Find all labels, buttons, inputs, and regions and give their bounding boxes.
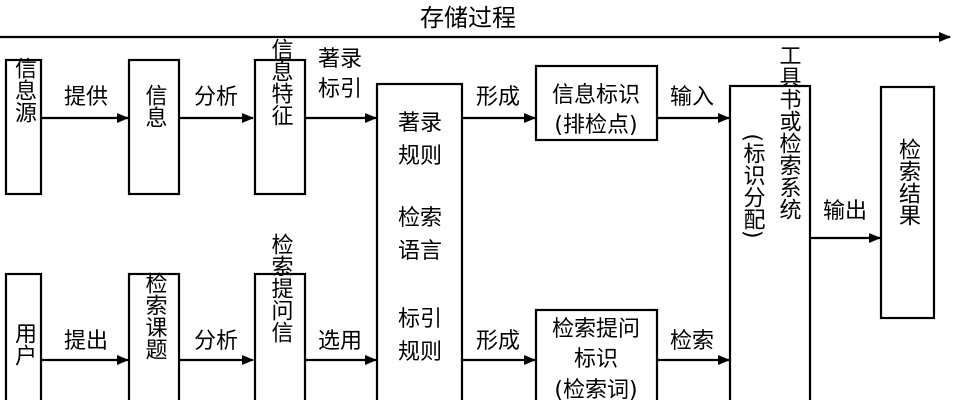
result-label: 检索结果 bbox=[895, 138, 921, 226]
info-id-box bbox=[534, 64, 659, 142]
label-raise: 提出 bbox=[64, 329, 108, 354]
info-features-label: 信息特征 bbox=[268, 38, 294, 126]
info-features-box bbox=[253, 58, 307, 196]
label-input: 输入 bbox=[670, 85, 714, 110]
search-id-line-3: (检索词) bbox=[554, 378, 637, 400]
search-question-box bbox=[253, 272, 307, 400]
search-id-line-2: 标识 bbox=[574, 347, 618, 372]
search-id-line-1: 检索提问 bbox=[552, 317, 640, 342]
tool-system-box bbox=[728, 84, 812, 400]
rules-box bbox=[375, 82, 464, 400]
label-output: 输出 bbox=[823, 199, 867, 224]
rules-line-3: 检索 bbox=[398, 206, 442, 231]
storage-process-title: 存储过程 bbox=[420, 4, 516, 32]
search-topic-box bbox=[127, 272, 181, 400]
label-catalog-top: 著录 bbox=[318, 47, 362, 72]
search-question-label: 检索提问信 bbox=[268, 233, 294, 343]
info-source-box bbox=[4, 58, 43, 196]
label-select: 选用 bbox=[318, 329, 362, 354]
rules-line-4: 语言 bbox=[398, 239, 442, 264]
info-id-line-2: (排检点) bbox=[554, 113, 637, 138]
info-source-label: 信息源 bbox=[11, 57, 37, 123]
rules-line-1: 著录 bbox=[398, 111, 442, 136]
label-analyze-bottom: 分析 bbox=[194, 329, 238, 354]
label-catalog-bottom: 标引 bbox=[318, 77, 362, 102]
result-box bbox=[879, 85, 936, 320]
user-label: 用户 bbox=[11, 322, 37, 366]
user-box bbox=[4, 272, 43, 400]
rules-line-5: 标引 bbox=[398, 307, 442, 332]
rules-line-2: 规则 bbox=[398, 144, 442, 169]
tool-system-label: 工具书或检索系统 bbox=[776, 44, 802, 220]
info-id-line-1: 信息标识 bbox=[552, 83, 640, 108]
label-search: 检索 bbox=[670, 329, 714, 354]
rules-line-6: 规则 bbox=[398, 340, 442, 365]
label-provide: 提供 bbox=[64, 85, 108, 110]
search-topic-label: 检索课题 bbox=[142, 272, 168, 360]
info-box bbox=[127, 58, 181, 196]
label-form-top: 形成 bbox=[476, 85, 520, 110]
tool-system-note: (标识分配) bbox=[740, 133, 766, 238]
label-form-bottom: 形成 bbox=[476, 329, 520, 354]
info-label: 信息 bbox=[142, 84, 168, 128]
label-analyze-top: 分析 bbox=[194, 85, 238, 110]
